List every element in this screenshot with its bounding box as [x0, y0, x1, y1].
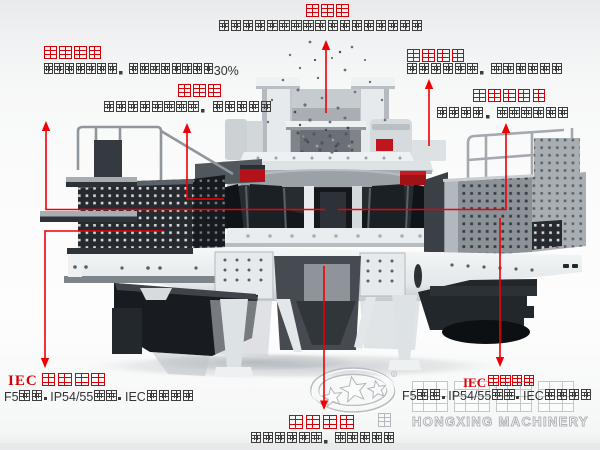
svg-text:R: R: [393, 373, 396, 377]
